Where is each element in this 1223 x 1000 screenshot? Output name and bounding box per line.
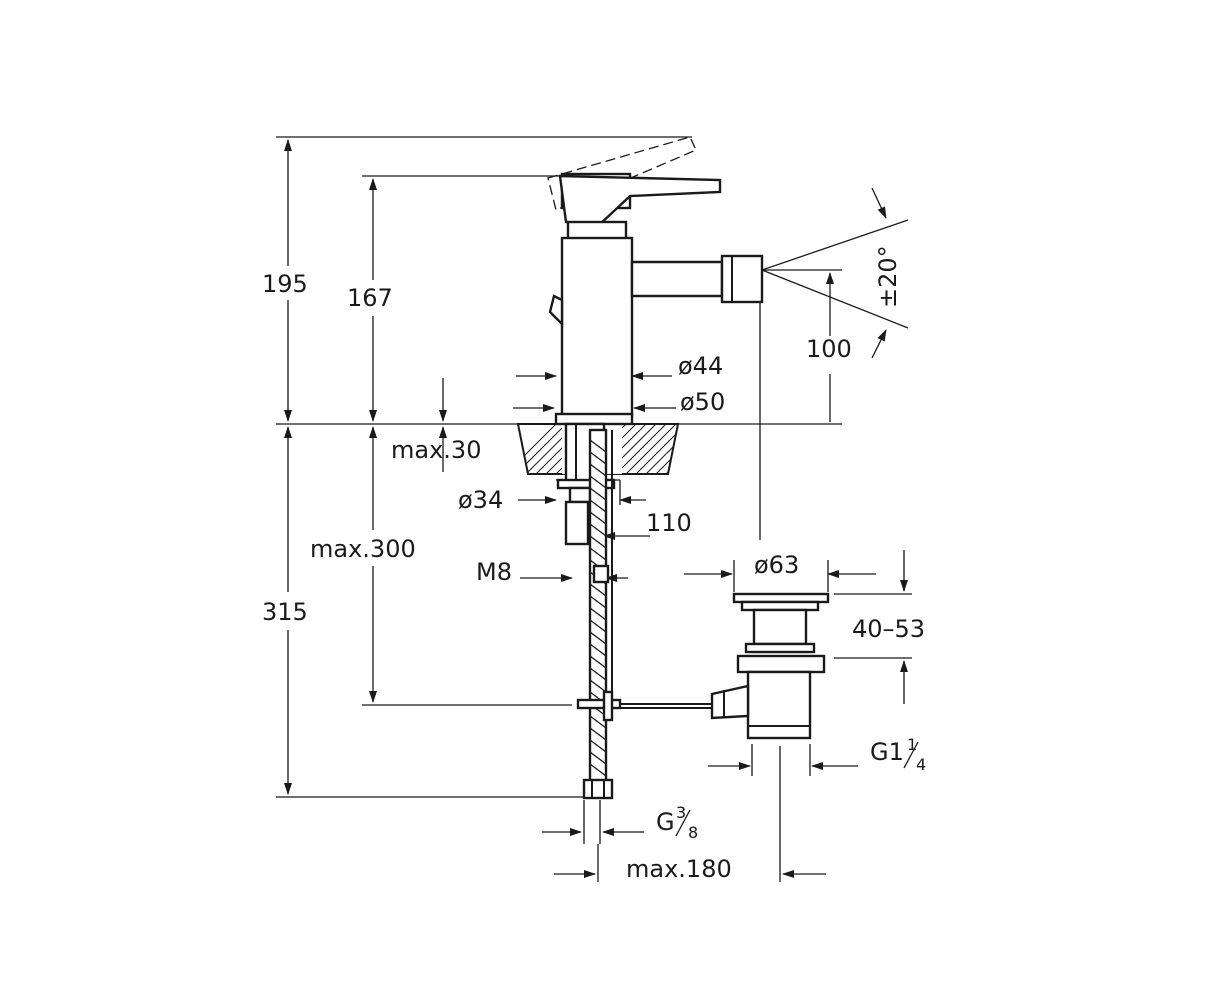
dimension-110-label: 110 <box>646 509 692 537</box>
dimension-110: 110 <box>603 270 761 540</box>
dimension-m8: M8 <box>476 558 628 586</box>
dimension-angle-label: ±20° <box>874 245 902 308</box>
dimension-diameter-34-label: ø34 <box>458 486 503 514</box>
underdeck-fittings <box>556 422 712 800</box>
dimension-diameter-50: ø50 <box>513 388 725 416</box>
dimension-max30: max.30 <box>391 378 481 472</box>
dimension-g-numerator: 3 <box>676 803 686 822</box>
dimension-g1-numerator: 1 <box>907 735 917 754</box>
dimension-g3-8: G 3 8 <box>542 800 698 844</box>
dimension-315-label: 315 <box>262 598 308 626</box>
dimension-max180: max.180 <box>554 746 826 883</box>
dimension-max180-label: max.180 <box>626 855 732 883</box>
dimension-315: 315 <box>262 426 586 798</box>
dimension-167: 167 <box>347 175 560 422</box>
dimension-diameter-34: ø34 <box>458 479 646 514</box>
deck-section <box>516 423 680 475</box>
dimension-40-53-label: 40–53 <box>852 615 925 643</box>
dimension-diameter-44-label: ø44 <box>678 352 723 380</box>
dimension-g-denominator: 8 <box>688 823 698 842</box>
dimension-g-label: G <box>656 808 675 836</box>
dimension-195: 195 <box>262 136 692 422</box>
dimension-diameter-50-label: ø50 <box>680 388 725 416</box>
dimension-spout-angle: ±20° <box>761 187 909 359</box>
dimension-max30-label: max.30 <box>391 436 481 464</box>
dimension-40-53: 40–53 <box>834 550 925 704</box>
dimension-g1-1-4: G1 1 4 <box>708 735 926 776</box>
dimension-195-label: 195 <box>262 270 308 298</box>
pop-up-waste <box>710 592 830 740</box>
dimension-m8-label: M8 <box>476 558 512 586</box>
dimension-max300-label: max.300 <box>310 535 416 563</box>
dimension-100-label: 100 <box>806 335 852 363</box>
dimension-g1-label: G1 <box>870 738 904 766</box>
dimension-100: 100 <box>806 272 852 422</box>
dimension-diameter-63-label: ø63 <box>754 551 799 579</box>
mixer-body <box>547 136 764 426</box>
dimension-max300: max.300 <box>310 426 572 706</box>
dimension-167-label: 167 <box>347 284 393 312</box>
dimension-diameter-63: ø63 <box>684 551 876 592</box>
dimension-diameter-44: ø44 <box>516 352 723 380</box>
dimension-g1-denominator: 4 <box>916 755 926 774</box>
